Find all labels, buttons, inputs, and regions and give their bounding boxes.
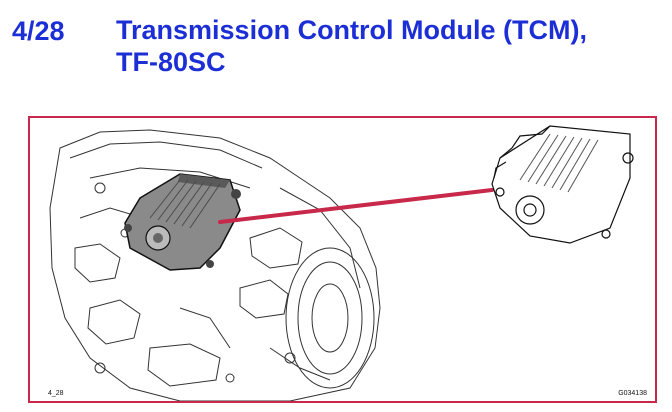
- pointer-line: [218, 188, 494, 224]
- figure-code: G034138: [618, 390, 647, 397]
- tcm-detached: [491, 125, 634, 244]
- page-number: 4/28: [12, 16, 65, 46]
- figure-id: 4_28: [48, 390, 64, 397]
- figure-frame: 4_28 G034138: [28, 116, 657, 403]
- page-title: Transmission Control Module (TCM), TF-80…: [116, 15, 587, 77]
- transmission-housing: [49, 129, 381, 401]
- transmission-illustration: [49, 125, 634, 401]
- tcm-mounted: [124, 173, 241, 271]
